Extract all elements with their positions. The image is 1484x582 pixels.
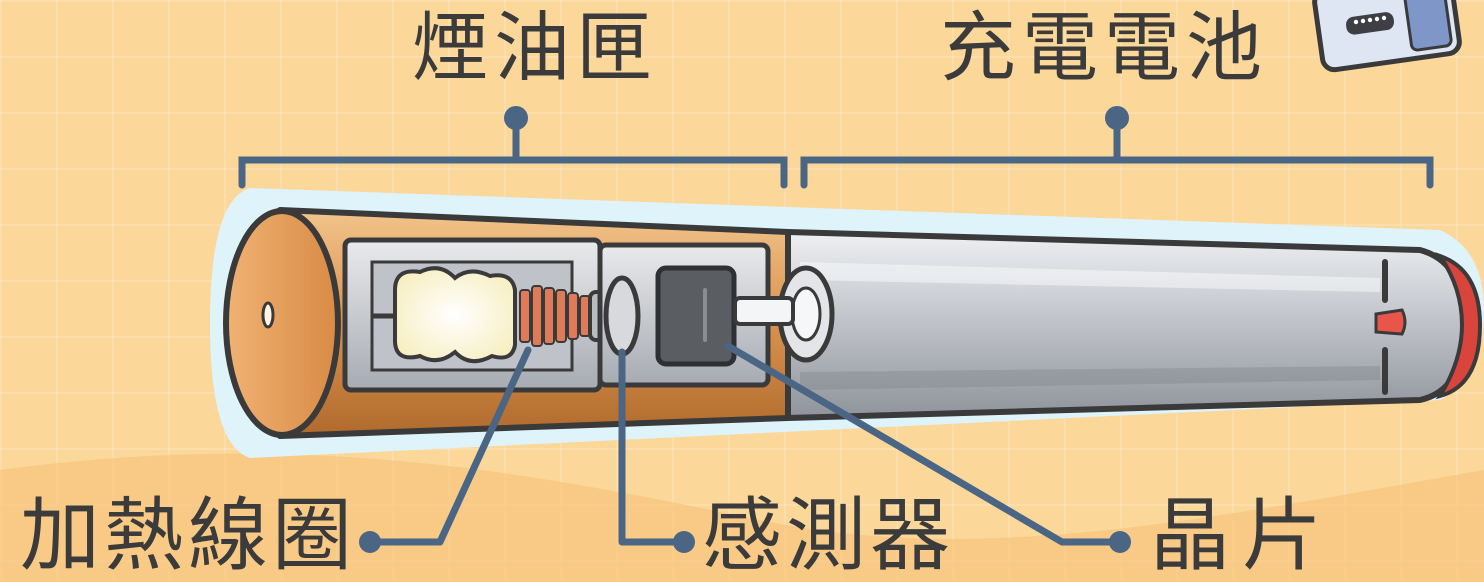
cartridge-bracket-dot (504, 106, 528, 130)
heating-coil-dot (359, 531, 381, 553)
chip-label: 晶片 (1150, 489, 1334, 582)
mouthpiece-hole (261, 301, 275, 329)
battery-label: 充電電池 (940, 3, 1268, 92)
heating-coil-label: 加熱線圈 (20, 489, 356, 582)
led-indicator (1374, 308, 1407, 336)
cotton-wick (393, 266, 517, 364)
mouthpiece-cap (223, 208, 341, 438)
chip-block (655, 265, 737, 367)
battery-bracket-dot (1105, 106, 1129, 130)
sensor-dot (673, 531, 695, 553)
sensor-leader (618, 348, 684, 546)
chip-dot (1109, 531, 1131, 553)
sensor-label: 感測器 (702, 489, 954, 582)
heating-coil (519, 285, 591, 347)
cartridge-label: 煙油匣 (412, 3, 658, 92)
battery-pack-icon (1312, 0, 1462, 73)
battery-tip (1434, 252, 1483, 400)
battery-body (785, 229, 1468, 421)
sensor-ring (603, 275, 641, 357)
heating-coil-leader (368, 346, 532, 546)
chip-leader (724, 342, 1122, 546)
